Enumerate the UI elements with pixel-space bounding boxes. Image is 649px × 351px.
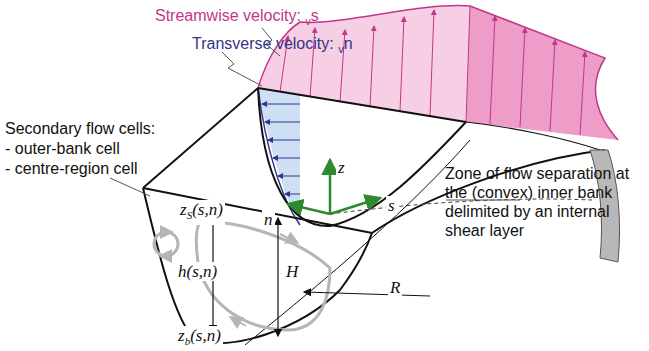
mean-depth-label: H xyxy=(284,262,300,281)
streamwise-profile-outline xyxy=(258,6,618,140)
transverse-label: Transverse velocity: vn xyxy=(192,34,353,59)
depth-label: h(s,n) xyxy=(176,262,219,281)
centreline-arc xyxy=(245,140,470,345)
secondary-flow-cells xyxy=(154,222,330,330)
axis-label: s xyxy=(386,196,397,215)
axis-label: z xyxy=(336,158,347,177)
dimension-arrows xyxy=(213,214,430,336)
legend-heading: Secondary flow cells: xyxy=(5,119,155,138)
cell-name: - centre-region cell xyxy=(5,159,138,178)
cell-name: - outer-bank cell xyxy=(5,139,120,158)
local-axes xyxy=(288,160,380,214)
radius-label: R xyxy=(388,278,402,297)
profile-edge xyxy=(466,6,470,122)
streamwise-profile-face xyxy=(466,6,618,140)
axis-label: n xyxy=(262,210,275,229)
cell-arrows xyxy=(160,232,296,326)
streamwise-label: Streamwise velocity: vs xyxy=(155,6,319,31)
inner-bank-line xyxy=(466,122,600,150)
zone-label: Zone of flow separation at the (convex) … xyxy=(445,164,645,240)
bed-elevation: zb(s,n) xyxy=(176,326,223,351)
transverse-vectors xyxy=(262,104,300,194)
surface-elevation: zS(s,n) xyxy=(178,200,225,225)
